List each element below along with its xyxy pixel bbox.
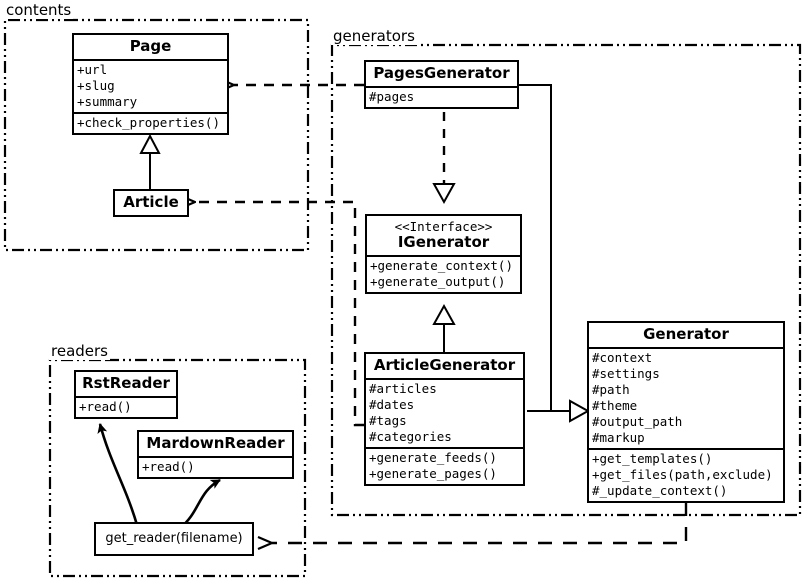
class-box-page[interactable]: Page +url +slug +summary +check_properti…: [72, 33, 229, 135]
class-operations-generator: +get_templates() +get_files(path,exclude…: [589, 448, 783, 501]
package-label-generators: generators: [331, 27, 417, 45]
rel-pagesgenerator-realizes-igenerator: [432, 112, 456, 205]
class-operations-rstreader: +read(): [76, 396, 176, 417]
class-title-generator: Generator: [643, 325, 729, 343]
class-box-igenerator[interactable]: <<Interface>> IGenerator +generate_conte…: [365, 214, 522, 294]
class-stereotype-igenerator: <<Interface>>: [394, 219, 493, 234]
operation-row: +generate_context(): [370, 258, 513, 273]
attribute-row: #theme: [592, 398, 638, 413]
rel-generators-generalize-generator: [519, 84, 591, 423]
operation-row: +check_properties(): [77, 115, 220, 130]
attribute-row: #markup: [592, 430, 645, 445]
class-operations-mardownreader: +read(): [139, 456, 292, 477]
attribute-row: +url: [77, 62, 108, 77]
class-attributes-generator: #context #settings #path #theme #output_…: [589, 347, 783, 448]
class-box-generator[interactable]: Generator #context #settings #path #them…: [587, 321, 785, 503]
rel-article-generalizes-page: [139, 133, 161, 190]
class-title-articlegenerator: ArticleGenerator: [373, 356, 516, 374]
function-box-get-reader[interactable]: get_reader(filename): [94, 522, 254, 556]
operation-row: +get_templates(): [592, 451, 713, 466]
class-box-rstreader[interactable]: RstReader +read(): [74, 370, 178, 419]
class-title-article: Article: [123, 193, 179, 211]
operation-row: +generate_output(): [370, 274, 506, 289]
function-label-get-reader: get_reader(filename): [105, 531, 243, 546]
class-operations-articlegenerator: +generate_feeds() +generate_pages(): [366, 447, 523, 484]
attribute-row: #output_path: [592, 414, 683, 429]
package-label-contents: contents: [4, 1, 74, 19]
class-box-mardownreader[interactable]: MardownReader +read(): [137, 430, 294, 479]
attribute-row: +slug: [77, 78, 115, 93]
attribute-row: #tags: [369, 413, 407, 428]
attribute-row: #path: [592, 382, 630, 397]
class-operations-igenerator: +generate_context() +generate_output(): [367, 255, 520, 292]
package-border-generators: [330, 43, 802, 517]
operation-row: +read(): [79, 399, 132, 414]
attribute-row: #context: [592, 350, 653, 365]
attribute-row: #pages: [369, 89, 415, 104]
attribute-row: #dates: [369, 397, 415, 412]
operation-row: +generate_pages(): [369, 466, 497, 481]
class-title-mardownreader: MardownReader: [146, 434, 285, 452]
rel-articlegenerator-depends-article: [195, 202, 364, 427]
package-borders: [3, 18, 802, 578]
class-operations-page: +check_properties(): [74, 112, 227, 133]
operation-row: +read(): [142, 459, 195, 474]
class-box-article[interactable]: Article: [113, 189, 189, 217]
rel-generator-depends-getreader: [272, 502, 688, 543]
attribute-row: #categories: [369, 429, 452, 444]
attribute-row: #settings: [592, 366, 660, 381]
operation-row: +generate_feeds(): [369, 450, 497, 465]
class-attributes-pagesgenerator: #pages: [366, 86, 517, 107]
package-border-contents: [3, 18, 310, 252]
package-label-readers: readers: [49, 342, 110, 360]
operation-row: #_update_context(): [592, 483, 728, 498]
class-title-pagesgenerator: PagesGenerator: [373, 64, 510, 82]
operation-row: +get_files(path,exclude): [592, 467, 773, 482]
class-attributes-page: +url +slug +summary: [74, 59, 227, 112]
attribute-row: +summary: [77, 94, 138, 109]
rel-getreader-creates-mardownreader: [179, 478, 221, 530]
class-title-page: Page: [129, 37, 172, 55]
attribute-row: #articles: [369, 381, 437, 396]
rel-articlegenerator-realizes-igenerator: [432, 303, 456, 352]
class-box-articlegenerator[interactable]: ArticleGenerator #articles #dates #tags …: [364, 352, 525, 486]
class-title-igenerator: IGenerator: [397, 233, 490, 251]
class-box-pagesgenerator[interactable]: PagesGenerator #pages: [364, 60, 519, 109]
rel-getreader-creates-rstreader: [97, 423, 139, 526]
class-title-rstreader: RstReader: [82, 374, 170, 392]
package-border-readers: [48, 358, 307, 578]
class-attributes-articlegenerator: #articles #dates #tags #categories: [366, 378, 523, 447]
